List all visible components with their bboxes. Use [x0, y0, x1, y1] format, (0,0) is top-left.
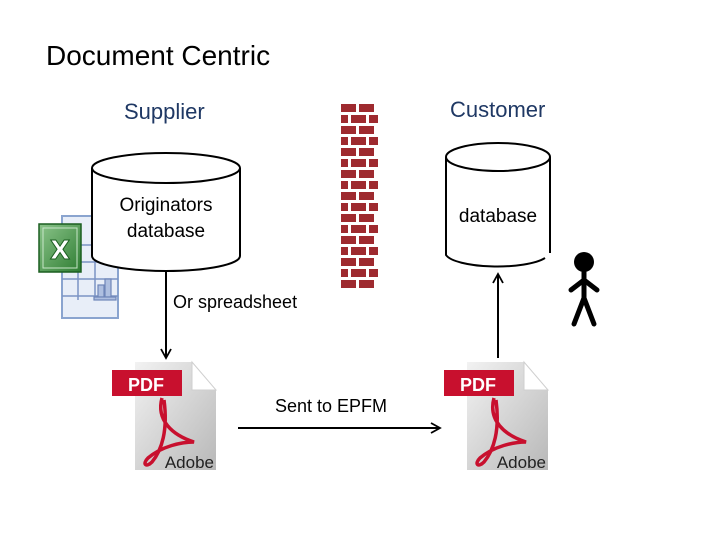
brick	[359, 104, 374, 112]
brick	[341, 203, 348, 211]
brick	[341, 236, 356, 244]
brick	[341, 181, 348, 189]
brick	[369, 137, 378, 145]
brick	[359, 280, 374, 288]
brick	[359, 170, 374, 178]
brick	[369, 181, 378, 189]
brick	[351, 181, 366, 189]
brick	[369, 159, 378, 167]
pdf-brand-text: Adobe	[497, 453, 546, 472]
customer-database-label: database	[458, 206, 538, 227]
brick	[351, 247, 366, 255]
pdf-badge-text: PDF	[460, 375, 496, 395]
brick	[341, 258, 356, 266]
pdf-brand-text: Adobe	[165, 453, 214, 472]
brick	[351, 137, 366, 145]
brick	[341, 115, 348, 123]
brick	[351, 115, 366, 123]
supplier-database-label: Originators database	[92, 193, 240, 245]
or-spreadsheet-label: Or spreadsheet	[173, 292, 298, 312]
sent-to-epfm-label: Sent to EPFM	[275, 396, 388, 416]
brick	[359, 214, 374, 222]
brick	[341, 247, 348, 255]
customer-pdf-icon: PDF Adobe	[444, 360, 550, 472]
supplier-database-line2: database	[126, 221, 206, 242]
brick	[351, 159, 366, 167]
brick	[369, 203, 378, 211]
customer-database-cylinder	[445, 142, 551, 268]
pdf-badge-text: PDF	[128, 375, 164, 395]
brick	[341, 269, 348, 277]
brick	[341, 214, 356, 222]
svg-text:X: X	[50, 236, 70, 266]
brick	[341, 225, 348, 233]
brick	[341, 137, 348, 145]
customer-label: Customer	[450, 97, 546, 122]
supplier-pdf-icon: PDF Adobe	[112, 360, 218, 472]
supplier-database-cylinder	[91, 152, 241, 272]
brick	[359, 236, 374, 244]
brick	[341, 126, 356, 134]
brick	[359, 126, 374, 134]
brick	[369, 247, 378, 255]
brick	[351, 203, 366, 211]
brick	[369, 115, 378, 123]
brick	[359, 258, 374, 266]
brick	[369, 225, 378, 233]
brick	[369, 269, 378, 277]
supplier-label: Supplier	[124, 99, 205, 124]
brick	[359, 148, 374, 156]
brick	[341, 159, 348, 167]
brick-wall-icon	[341, 104, 378, 288]
stick-figure-person-icon	[568, 252, 600, 327]
brick	[359, 192, 374, 200]
brick	[351, 225, 366, 233]
brick	[341, 148, 356, 156]
brick	[341, 192, 356, 200]
supplier-database-line1: Originators	[119, 195, 213, 216]
slide-title: Document Centric	[46, 40, 271, 71]
brick	[351, 269, 366, 277]
brick	[341, 104, 356, 112]
brick	[341, 280, 356, 288]
brick	[341, 170, 356, 178]
